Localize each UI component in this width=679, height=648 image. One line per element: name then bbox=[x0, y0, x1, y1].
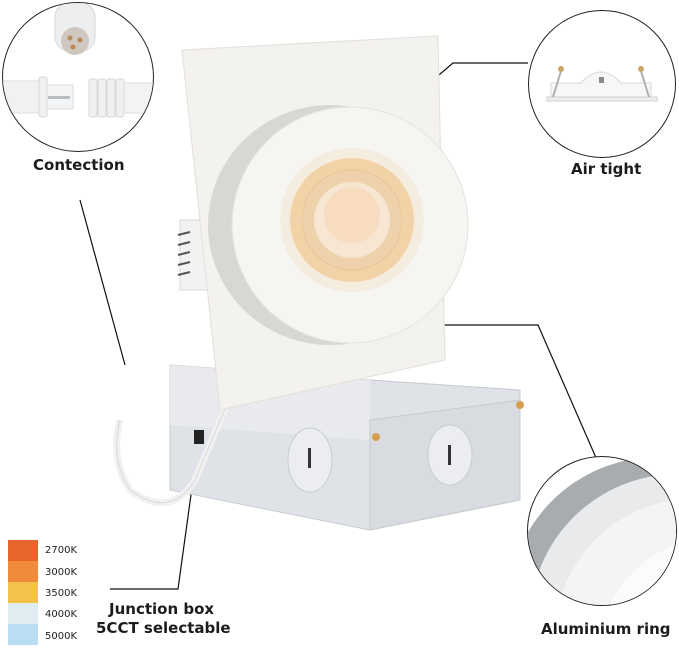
connection-detail-circle bbox=[2, 2, 154, 152]
airtight-housing-icon bbox=[546, 66, 658, 102]
cct-selectable-label: 5CCT selectable bbox=[96, 619, 231, 637]
cct-label-4000k: 4000K bbox=[45, 609, 78, 620]
connector-icon bbox=[3, 3, 153, 118]
cct-swatch-4000k bbox=[8, 603, 38, 624]
downlight-product-image bbox=[113, 35, 524, 531]
cct-swatch-3500k bbox=[8, 582, 38, 603]
cct-swatch-2700k bbox=[8, 540, 38, 561]
ring-closeup-icon bbox=[528, 457, 676, 605]
air-tight-detail-circle bbox=[528, 10, 676, 158]
aluminium-ring-label: Aluminium ring bbox=[541, 620, 671, 638]
cct-swatch-3000k bbox=[8, 561, 38, 582]
connection-label: Contection bbox=[33, 156, 125, 174]
cct-label-3000k: 3000K bbox=[45, 567, 78, 578]
cct-label-3500k: 3500K bbox=[45, 588, 78, 599]
air-tight-label: Air tight bbox=[571, 160, 642, 178]
aluminium-ring-detail-circle bbox=[527, 456, 677, 606]
junction-box-label: Junction box bbox=[109, 600, 215, 618]
cct-label-5000k: 5000K bbox=[45, 631, 78, 642]
cct-label-2700k: 2700K bbox=[45, 545, 78, 556]
cct-swatch-5000k bbox=[8, 624, 38, 645]
